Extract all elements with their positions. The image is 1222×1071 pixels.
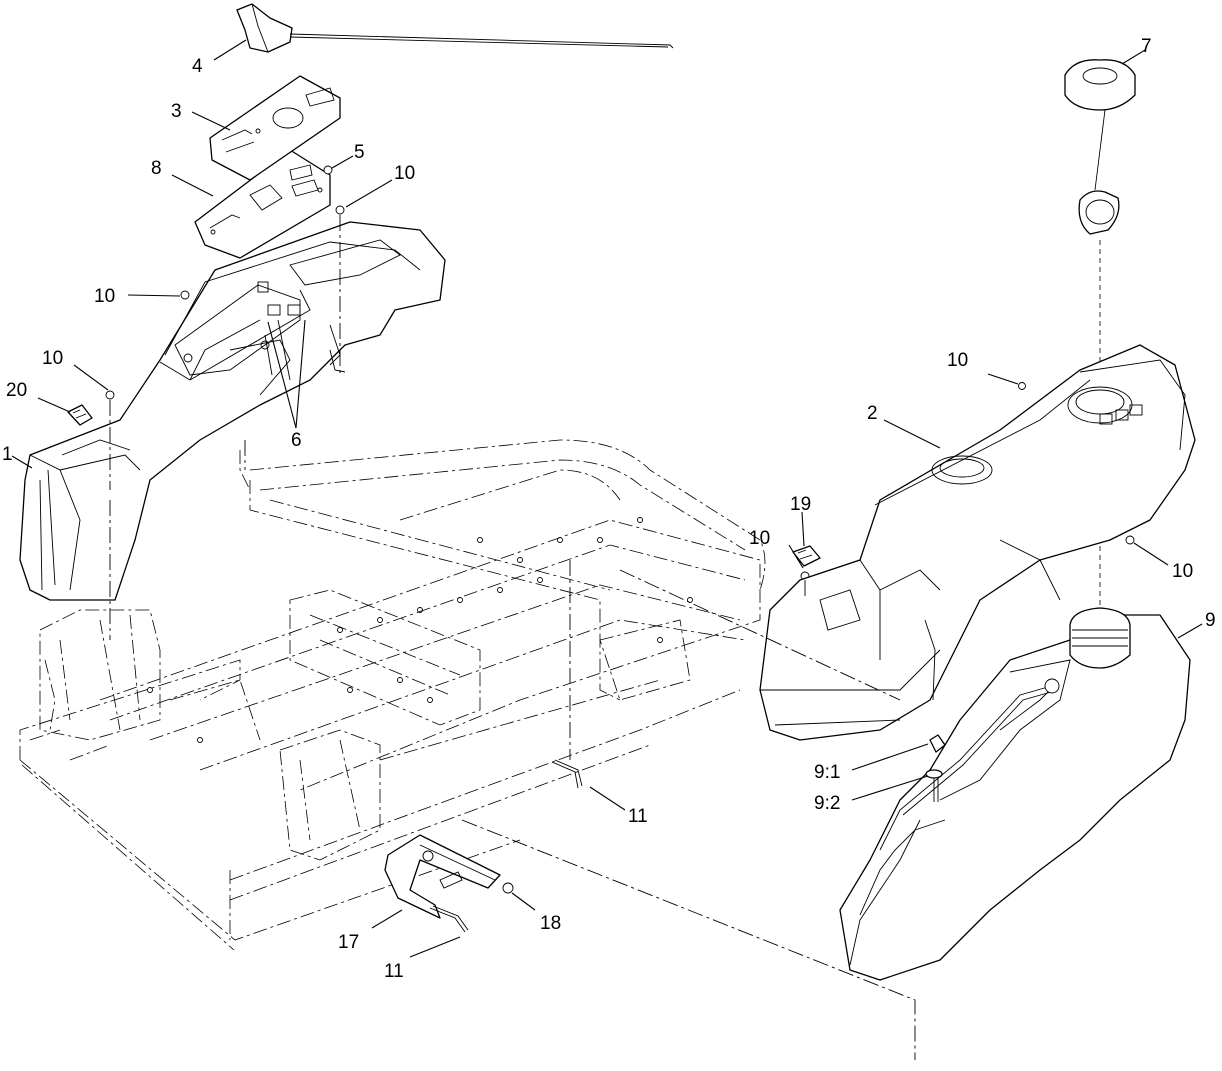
callout-10: 10 (1172, 561, 1193, 582)
part-1-rear-body (19, 221, 446, 601)
callout-19: 19 (790, 494, 811, 515)
frame-holes (147, 517, 693, 743)
part-19-decal (792, 545, 821, 567)
part-2-tank-cover (759, 344, 1196, 741)
callout-10: 10 (947, 350, 968, 371)
callout-9-2: 9:2 (814, 793, 840, 814)
part-11-clip-upper (551, 759, 583, 789)
callout-10: 10 (749, 528, 770, 549)
part-7-fuel-cap (1064, 59, 1136, 610)
part-9-1-fitting (929, 734, 946, 753)
callout-11: 11 (628, 806, 648, 827)
part-20-decal (67, 404, 93, 426)
callout-9-1: 9:1 (814, 762, 840, 783)
callout-2: 2 (867, 403, 878, 424)
callout-20: 20 (6, 380, 27, 401)
callout-1: 1 (2, 444, 13, 465)
part-11-clip-lower (429, 905, 469, 933)
callout-18: 18 (540, 913, 561, 934)
screws (105, 165, 1135, 894)
callout-6: 6 (291, 430, 302, 451)
part-4-cable (236, 3, 674, 53)
callout-8: 8 (151, 158, 162, 179)
callout-3: 3 (171, 101, 182, 122)
callout-10: 10 (42, 348, 63, 369)
part-3-decal (209, 75, 341, 181)
part-9-fuel-tank (839, 607, 1191, 981)
leader-lines (11, 39, 1203, 958)
callout-10: 10 (94, 286, 115, 307)
callout-labels: 4 7 3 5 8 10 10 10 20 10 6 1 2 19 10 10 … (2, 36, 1216, 982)
callout-9: 9 (1205, 610, 1216, 631)
part-9-2-valve (925, 769, 943, 802)
part-17-bracket (384, 834, 501, 919)
callout-10: 10 (394, 163, 415, 184)
assembly-lines (109, 215, 916, 1060)
callout-5: 5 (354, 142, 365, 163)
callout-11: 11 (384, 961, 404, 982)
chassis-frame (19, 439, 766, 951)
callout-4: 4 (192, 56, 203, 77)
callout-17: 17 (338, 932, 359, 953)
callout-7: 7 (1141, 36, 1152, 57)
